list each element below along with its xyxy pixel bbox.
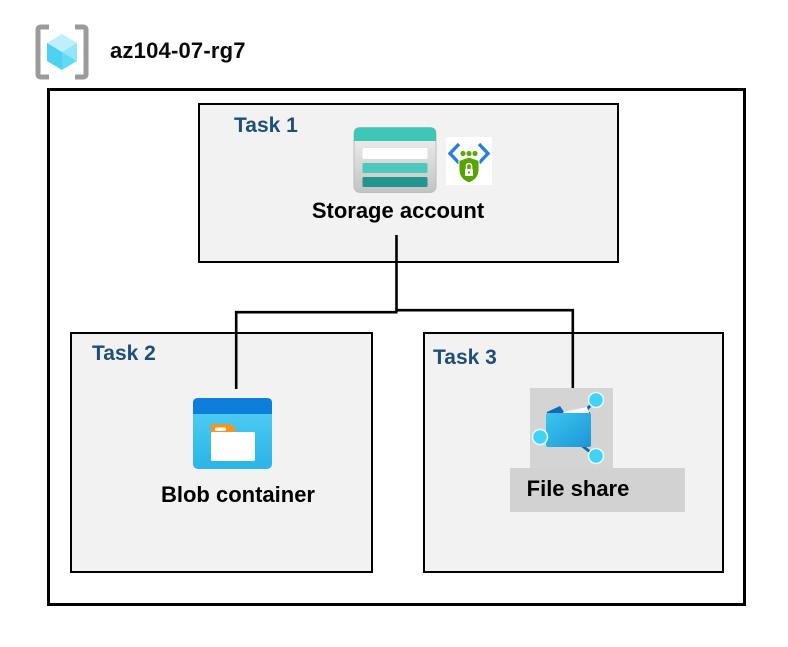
file-share-caption: File share [526, 476, 630, 501]
task1-label: Task 1 [234, 114, 298, 137]
blob-container-caption: Blob container [160, 482, 315, 507]
blob-container-icon [193, 398, 272, 469]
resource-group-name: az104-07-rg7 [110, 38, 246, 63]
file-share-icon [531, 391, 605, 465]
storage-account-icon [353, 127, 437, 193]
task3-label: Task 3 [433, 346, 497, 369]
resource-group-icon [35, 24, 89, 80]
task2-label: Task 2 [92, 342, 156, 365]
storage-account-caption: Storage account [311, 198, 485, 223]
secure-api-shield-icon [446, 137, 492, 185]
file-share-caption-highlight [510, 468, 685, 512]
